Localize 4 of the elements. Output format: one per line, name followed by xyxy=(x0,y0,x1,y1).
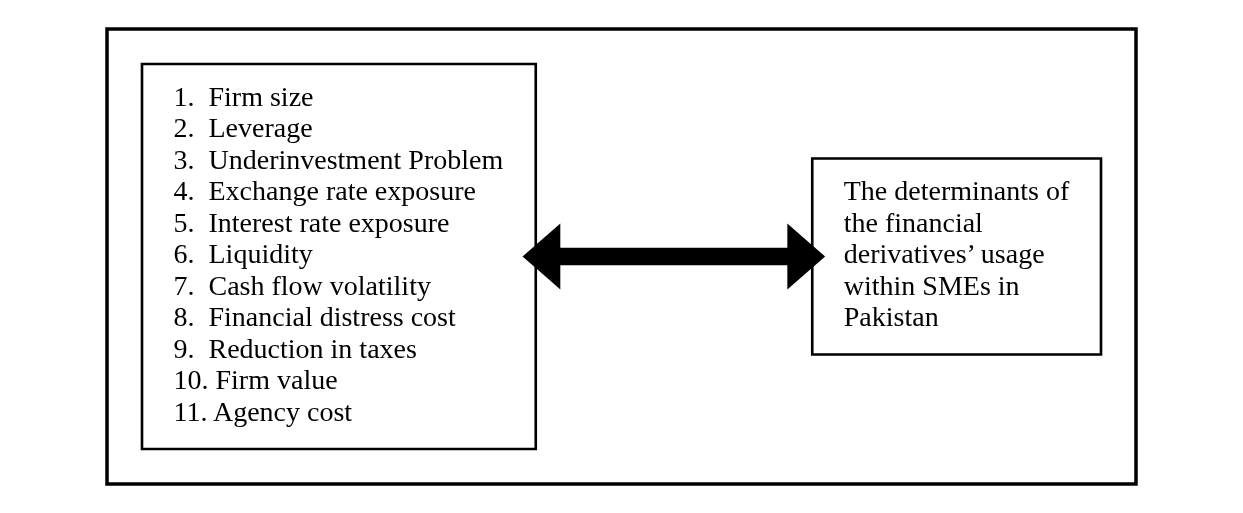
node-box: 1. Firm size 2. Leverage 3. Underinvestment Problem 4. Exchange rate exposure 5. Interest rate exposure 6. Liquidity 7. Cash flow volatility 8. Financial distress cost 9. Reduction in taxes 10. Firm value 11. Agency cost xyxy=(140,62,538,451)
arrow xyxy=(522,223,826,290)
node-box: The determinants of the financial derivatives’ usage within SMEs in Pakistan xyxy=(810,157,1103,356)
cluster xyxy=(105,27,1138,486)
